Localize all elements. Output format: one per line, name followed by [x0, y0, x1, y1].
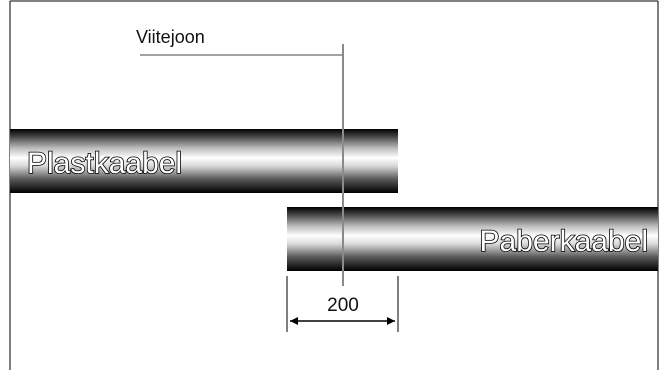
plastic-cable-label: Plastkaabel	[27, 147, 182, 180]
reference-line-label: Viitejoon	[136, 27, 205, 47]
paper-cable-label: Paberkaabel	[480, 225, 648, 258]
paper-cable	[287, 207, 658, 271]
plastic-cable	[10, 129, 398, 193]
dimension-value: 200	[327, 295, 359, 316]
